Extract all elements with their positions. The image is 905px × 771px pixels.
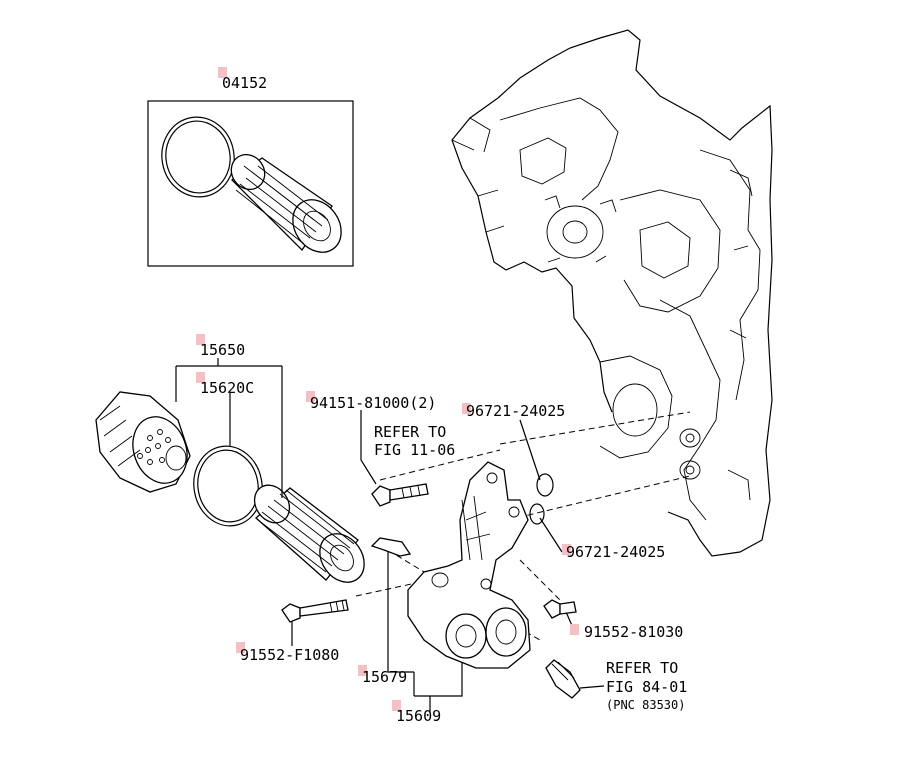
callout-15609[interactable]: 15609 [396, 707, 441, 725]
callout-15679[interactable]: 15679 [362, 668, 407, 686]
callout-marker [236, 642, 245, 653]
refer-fig-84-01-line2[interactable]: FIG 84-01 [606, 678, 687, 696]
callout-marker [562, 544, 571, 555]
gasket-upper [536, 473, 554, 497]
callout-marker [570, 624, 579, 635]
callout-marker [358, 665, 367, 676]
callout-leaders [175, 358, 575, 712]
clip-15679 [370, 537, 412, 557]
oil-filter-bracket [407, 461, 531, 669]
bolt-91552-81030 [543, 599, 577, 619]
callout-marker [462, 403, 471, 414]
callout-94151-81000[interactable]: 94151-81000(2) [310, 394, 436, 412]
refer-fig-11-06-line2[interactable]: FIG 11-06 [374, 441, 455, 459]
filter-element [253, 484, 365, 583]
callout-marker [218, 67, 227, 78]
refer-pnc-83530: (PNC 83530) [606, 698, 685, 712]
refer-fig-11-06-line1: REFER TO [374, 423, 446, 441]
callout-marker [196, 334, 205, 345]
engine-block-illustration [451, 29, 773, 557]
callout-marker [196, 372, 205, 383]
callout-91552-81030[interactable]: 91552-81030 [584, 623, 683, 641]
refer-fig-84-01-line1: REFER TO [606, 659, 678, 677]
callout-96721-24025-upper[interactable]: 96721-24025 [466, 402, 565, 420]
callout-04152[interactable]: 04152 [222, 74, 267, 92]
callout-15620c[interactable]: 15620C [200, 379, 254, 397]
bolt-91552-f1080 [281, 599, 349, 623]
oil-filter-cap [95, 391, 191, 493]
callout-96721-24025-lower[interactable]: 96721-24025 [566, 543, 665, 561]
callout-marker [306, 391, 315, 402]
callout-15650[interactable]: 15650 [200, 341, 245, 359]
gasket-lower [529, 503, 545, 525]
bolt-94151 [371, 483, 429, 507]
callout-marker [392, 700, 401, 711]
oil-pressure-sensor [545, 659, 581, 699]
filter-kit-box [147, 100, 354, 267]
cap-o-ring [193, 445, 263, 527]
callout-91552-f1080[interactable]: 91552-F1080 [240, 646, 339, 664]
